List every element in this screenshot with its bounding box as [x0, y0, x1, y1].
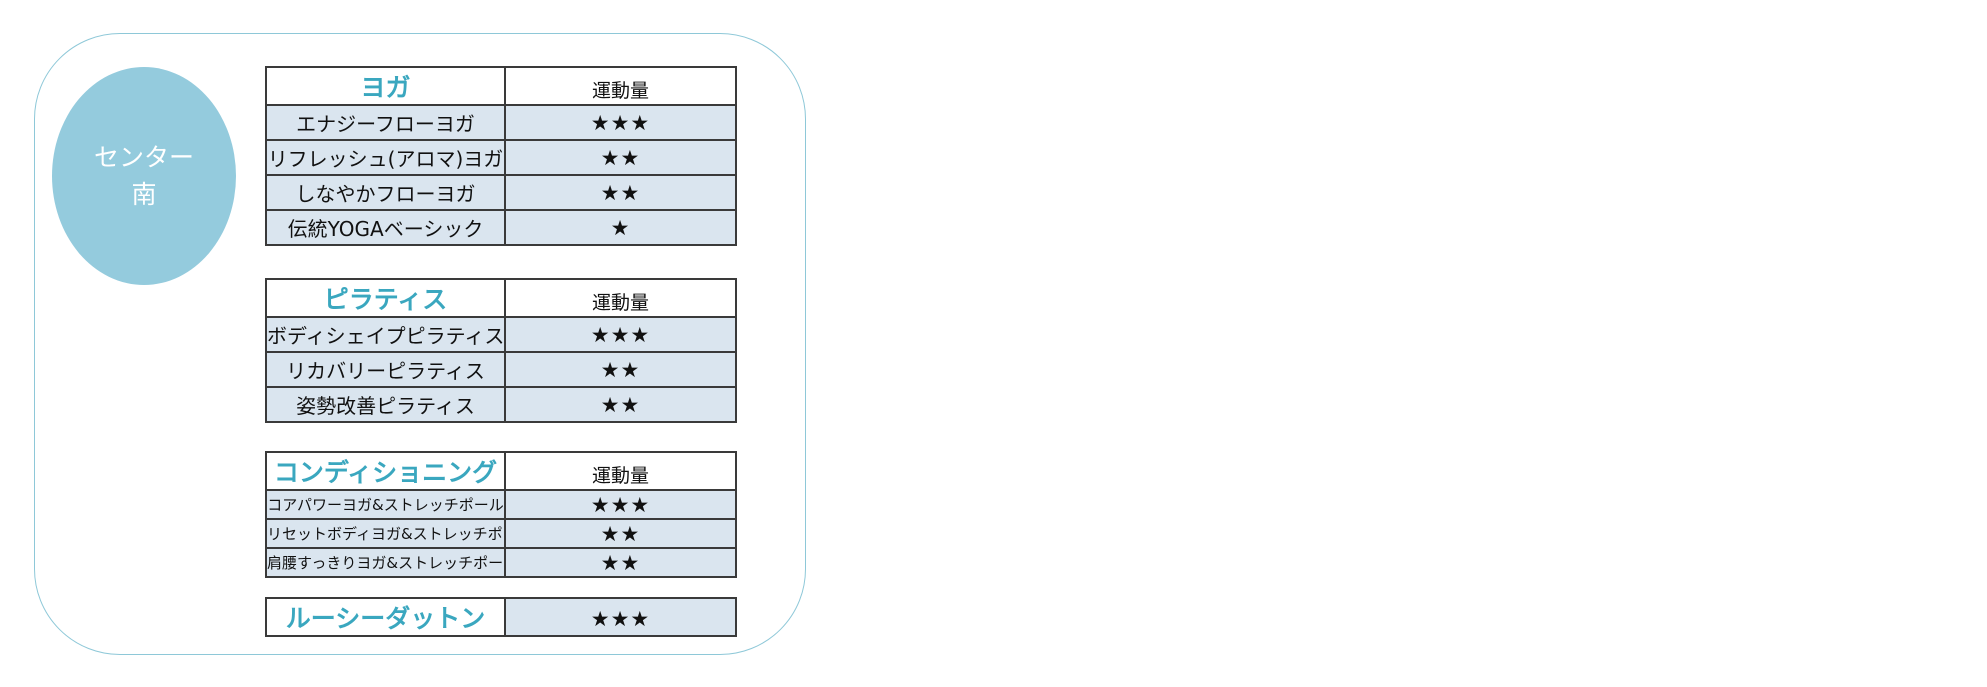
star-rating: ★★★ [504, 316, 737, 353]
star-rating: ★★ [504, 386, 737, 423]
class-name: エナジーフローヨガ [265, 104, 506, 141]
center-name-badge: センター 南 [52, 67, 236, 285]
category-conditioning-title: コンディショニング [265, 451, 506, 491]
class-name: リカバリーピラティス [265, 351, 506, 388]
star-rating: ★★★ [504, 104, 737, 141]
conditioning-table: コンディショニング 運動量 コアパワーヨガ&ストレッチポール ★★★ リセットボ… [265, 451, 737, 578]
center-panel [34, 33, 806, 655]
category-yoga-title: ヨガ [265, 66, 506, 106]
star-rating: ★★ [504, 518, 737, 549]
table-row: リカバリーピラティス ★★ [265, 351, 737, 388]
table-row: 姿勢改善ピラティス ★★ [265, 386, 737, 423]
exercise-amount-header: 運動量 [504, 66, 737, 106]
class-name: 姿勢改善ピラティス [265, 386, 506, 423]
class-name: リフレッシュ(アロマ)ヨガ [265, 139, 506, 176]
star-rating: ★★★ [504, 597, 737, 637]
center-name-line1: センター [93, 143, 194, 172]
center-name-line2: 南 [131, 180, 157, 209]
table-row: リセットボディヨガ&ストレッチポール ★★ [265, 518, 737, 549]
star-rating: ★★ [504, 139, 737, 176]
star-rating: ★ [504, 209, 737, 246]
class-name: リセットボディヨガ&ストレッチポール [265, 518, 506, 549]
exercise-amount-header: 運動量 [504, 451, 737, 491]
star-rating: ★★★ [504, 489, 737, 520]
star-rating: ★★ [504, 174, 737, 211]
class-name: 伝統YOGAベーシック [265, 209, 506, 246]
table-row: コアパワーヨガ&ストレッチポール ★★★ [265, 489, 737, 520]
class-name: ボディシェイプピラティス [265, 316, 506, 353]
table-row: しなやかフローヨガ ★★ [265, 174, 737, 211]
table-row: エナジーフローヨガ ★★★ [265, 104, 737, 141]
class-name: 肩腰すっきりヨガ&ストレッチポール [265, 547, 506, 578]
lucy-datton-table: ルーシーダットン ★★★ [265, 597, 737, 637]
star-rating: ★★ [504, 351, 737, 388]
table-row: ボディシェイプピラティス ★★★ [265, 316, 737, 353]
exercise-amount-header: 運動量 [504, 278, 737, 318]
table-row: 伝統YOGAベーシック ★ [265, 209, 737, 246]
class-name: コアパワーヨガ&ストレッチポール [265, 489, 506, 520]
table-row: リフレッシュ(アロマ)ヨガ ★★ [265, 139, 737, 176]
category-lucy-datton-title: ルーシーダットン [265, 597, 506, 637]
table-row: 肩腰すっきりヨガ&ストレッチポール ★★ [265, 547, 737, 578]
class-name: しなやかフローヨガ [265, 174, 506, 211]
star-rating: ★★ [504, 547, 737, 578]
yoga-table: ヨガ 運動量 エナジーフローヨガ ★★★ リフレッシュ(アロマ)ヨガ ★★ しな… [265, 66, 737, 246]
category-pilates-title: ピラティス [265, 278, 506, 318]
pilates-table: ピラティス 運動量 ボディシェイプピラティス ★★★ リカバリーピラティス ★★… [265, 278, 737, 423]
